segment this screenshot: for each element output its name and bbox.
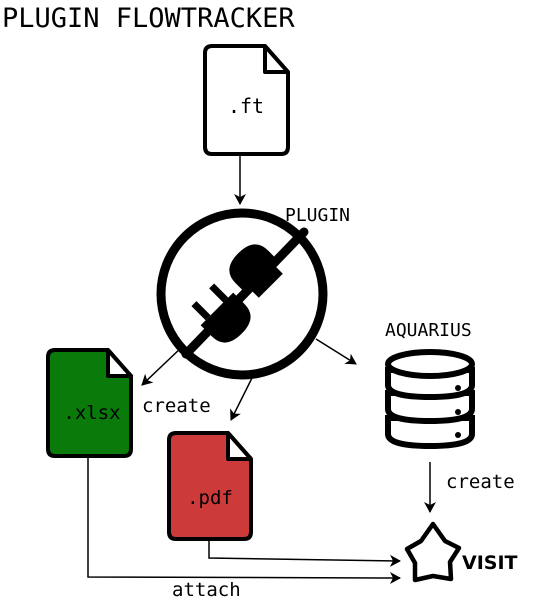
database-icon [385, 349, 475, 450]
edge-xlsx-to-visit [87, 456, 401, 584]
xlsx-file-label: .xlsx [63, 402, 120, 424]
pdf-file-node: .pdf [167, 431, 253, 541]
plugin-label: PLUGIN [285, 205, 350, 226]
diagram-title: PLUGIN FLOWTRACKER [2, 3, 295, 34]
xlsx-file-node: .xlsx [46, 348, 133, 458]
star-icon [404, 521, 462, 583]
visit-node: VISIT [404, 521, 518, 583]
edge-label-attach: attach [172, 579, 241, 601]
edge-plugin-to-pdf [230, 377, 253, 421]
edge-plugin-to-xlsx [141, 345, 184, 386]
visit-label: VISIT [462, 552, 518, 574]
edge-label-create-plugin: create [142, 395, 211, 417]
pdf-file-label: .pdf [187, 487, 233, 509]
edge-label-create-aquarius: create [446, 471, 515, 493]
aquarius-label: AQUARIUS [385, 320, 472, 341]
aquarius-node [385, 349, 475, 450]
plugin-node [156, 208, 328, 380]
edge-plugin-to-aquarius [315, 338, 357, 365]
ft-file-node: .ft [203, 44, 290, 156]
edge-pdf-to-visit [208, 539, 401, 567]
ft-file-label: .ft [228, 94, 264, 118]
